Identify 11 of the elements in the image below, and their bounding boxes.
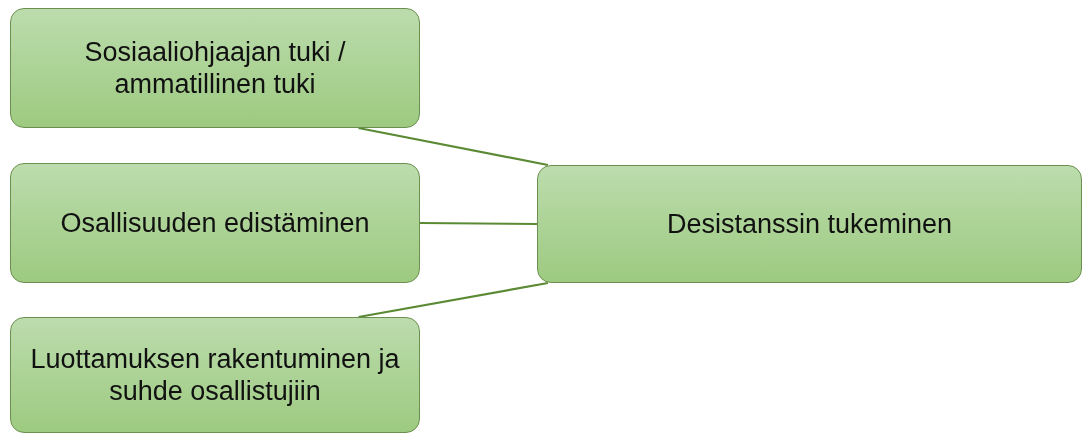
process-box [537, 165, 1082, 283]
connector-line [358, 126, 549, 167]
box-label: Sosiaaliohjaajan tuki / ammatillinen tuki [83, 35, 347, 101]
process-box [10, 317, 420, 433]
connector-line [358, 281, 549, 319]
box-label: Osallisuuden edistäminen [60, 206, 370, 240]
box-label: Luottamuksen rakentuminen ja suhde osallistujiin [29, 342, 401, 408]
process-box [10, 8, 420, 128]
connector-line [420, 221, 537, 226]
process-box [10, 163, 420, 283]
box-label: Desistanssin tukeminen [666, 207, 953, 241]
